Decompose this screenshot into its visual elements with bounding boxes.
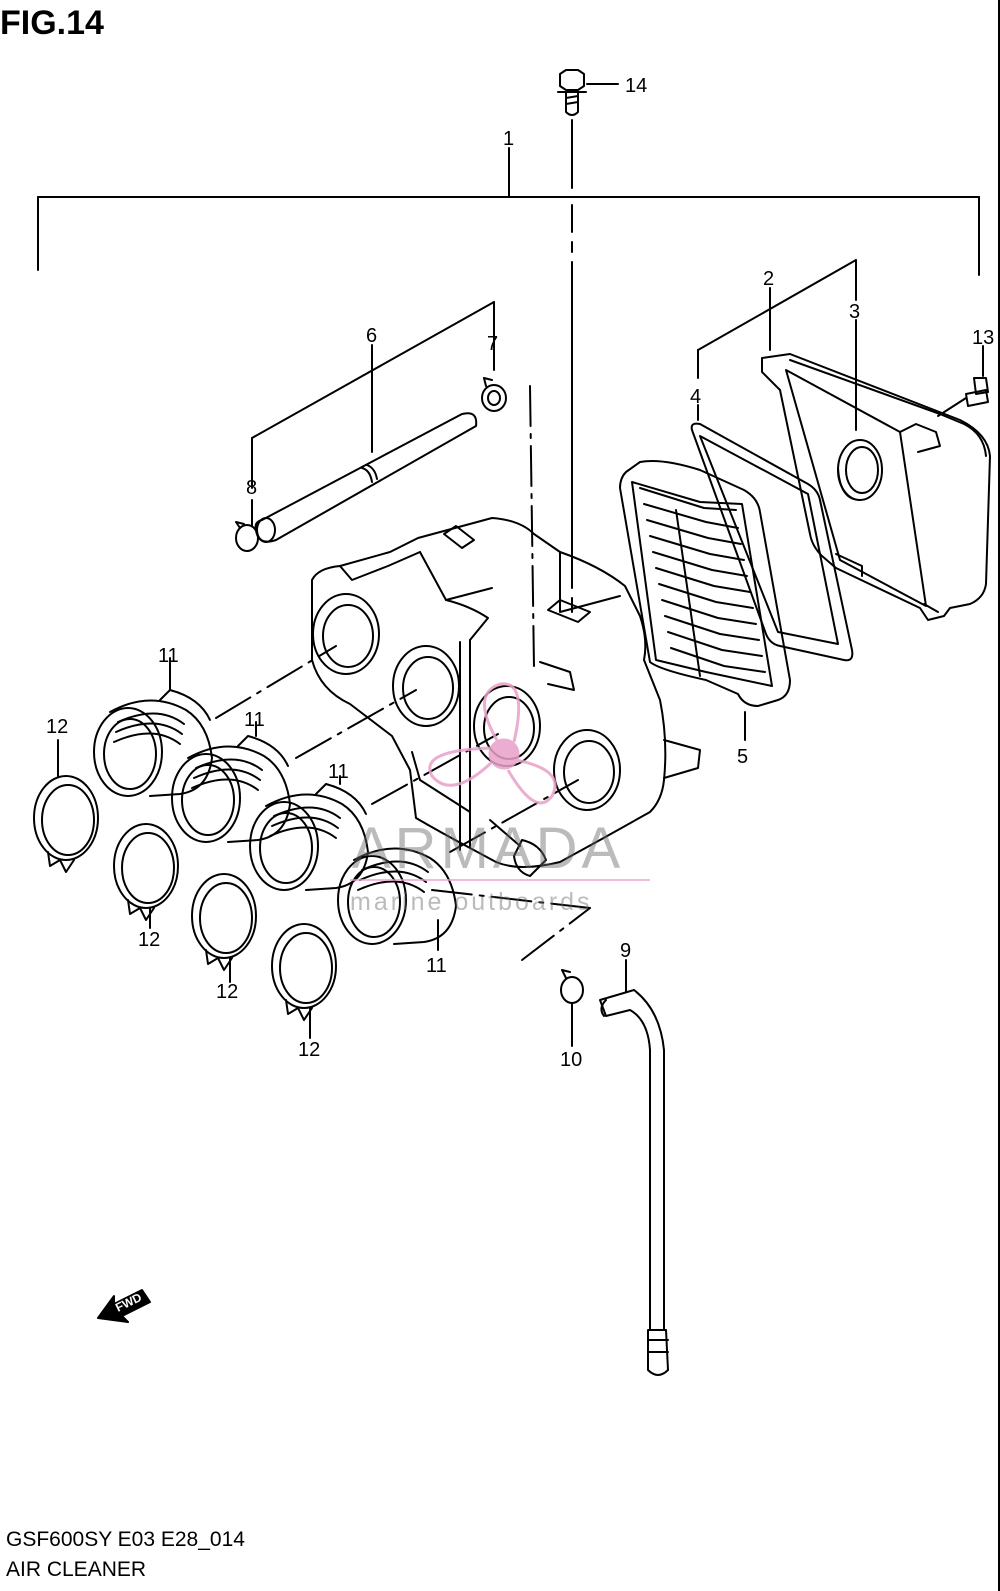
hose-clamp-10 — [560, 969, 584, 1047]
watermark-brand: ARMADA — [352, 816, 624, 881]
callout-12b: 12 — [138, 929, 160, 951]
callout-11a: 11 — [158, 645, 179, 667]
bracket-2-3-4 — [697, 259, 857, 431]
intake-clamp-12-c — [191, 873, 257, 983]
intake-pipe-11-c — [249, 775, 369, 891]
watermark-tagline: marine outboards — [350, 888, 593, 916]
intake-clamp-12-d — [271, 923, 337, 1039]
callout-4: 4 — [690, 386, 701, 408]
figure-title: FIG.14 — [0, 4, 104, 42]
hose-clamp-8 — [235, 521, 259, 552]
callout-9: 9 — [620, 940, 631, 962]
callout-7: 7 — [487, 333, 498, 355]
callout-6: 6 — [366, 325, 377, 347]
callout-13: 13 — [972, 327, 994, 349]
callout-11d: 11 — [426, 955, 447, 977]
callout-5: 5 — [737, 746, 748, 768]
intake-pipe-11-d — [337, 847, 457, 951]
page-border — [998, 0, 1000, 1591]
callout-3: 3 — [849, 301, 860, 323]
intake-clamp-12-a — [33, 739, 99, 873]
assembly-bracket-1 — [37, 147, 980, 276]
forward-arrow-icon — [97, 1289, 151, 1323]
model-code-label: GSF600SY E03 E28_014 — [6, 1528, 245, 1551]
bolt-14 — [557, 69, 619, 613]
callout-8: 8 — [246, 477, 257, 499]
drain-hose-9 — [599, 959, 669, 1376]
callout-2: 2 — [763, 268, 774, 290]
callout-12c: 12 — [216, 981, 238, 1003]
callout-14: 14 — [625, 75, 647, 97]
callout-11c: 11 — [328, 761, 349, 783]
air-cleaner-case — [311, 517, 701, 877]
assembly-name-label: AIR CLEANER — [6, 1558, 147, 1581]
breather-hose-6 — [254, 412, 478, 543]
gasket-4 — [690, 422, 854, 662]
assembly-connector-lines — [215, 385, 591, 961]
callout-12a: 12 — [46, 716, 68, 738]
callout-1: 1 — [503, 128, 514, 150]
air-cleaner-element-5 — [619, 460, 791, 741]
screw-13 — [937, 345, 989, 417]
intake-pipe-11-a — [93, 657, 213, 797]
callout-12d: 12 — [298, 1039, 320, 1061]
air-cleaner-cap-2 — [761, 353, 991, 621]
propeller-logo-icon — [428, 682, 557, 805]
callout-11b: 11 — [244, 709, 265, 731]
intake-clamp-12-b — [113, 823, 179, 929]
hose-clamp-7 — [481, 377, 507, 412]
bracket-6-7-8 — [251, 301, 495, 527]
callout-10: 10 — [560, 1049, 582, 1071]
intake-pipe-11-b — [171, 721, 291, 843]
